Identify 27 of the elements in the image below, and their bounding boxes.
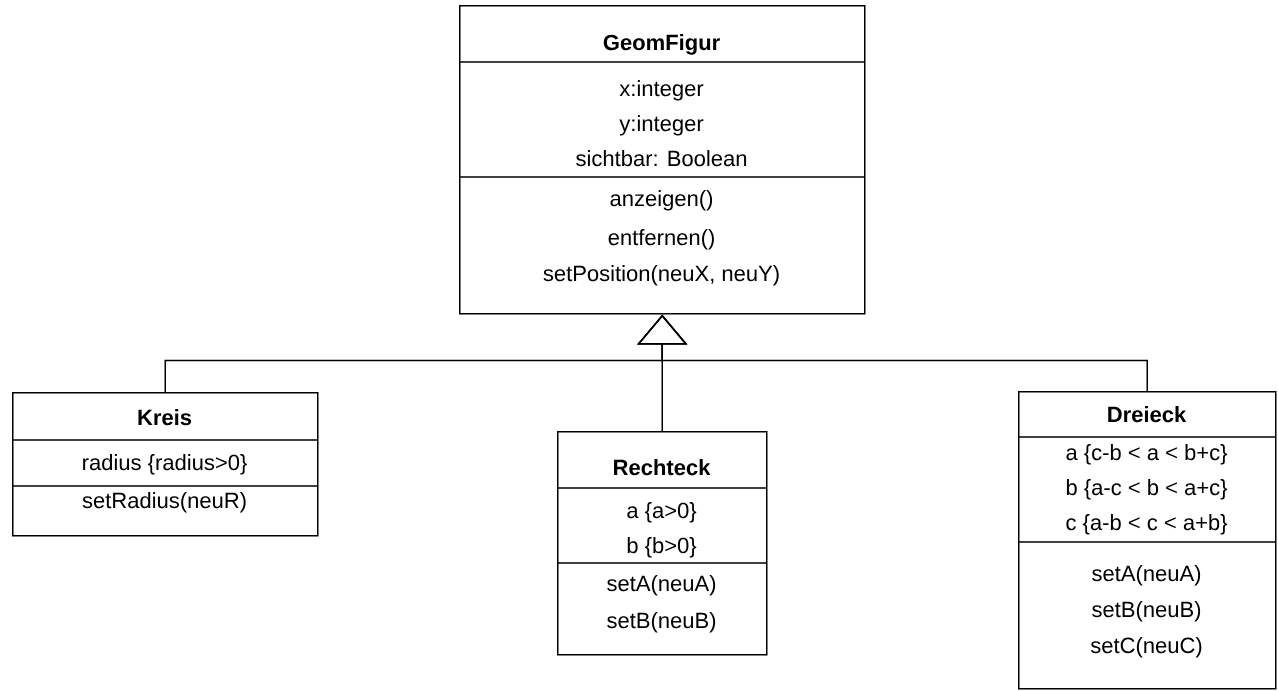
attribute: a {a>0} bbox=[627, 502, 697, 523]
class-box bbox=[458, 5, 866, 315]
method: setC(neuC) bbox=[1090, 637, 1202, 658]
attribute: sichtbar: Boolean bbox=[576, 150, 747, 167]
class-box bbox=[556, 431, 768, 656]
class-box bbox=[11, 392, 319, 537]
class-name: Dreieck bbox=[1108, 406, 1187, 423]
attribute: b {b>0} bbox=[627, 537, 697, 558]
method: setPosition(neuX, neuY) bbox=[543, 265, 779, 286]
method: setB(neuB) bbox=[1092, 601, 1201, 622]
inheritance-arrow bbox=[637, 314, 1148, 392]
attribute: c {a-b < c < a+b} bbox=[1066, 514, 1228, 535]
method: setA(neuA) bbox=[607, 575, 716, 596]
method: entfernen() bbox=[608, 229, 714, 250]
class-box bbox=[1017, 391, 1277, 690]
class-name: GeomFigur bbox=[603, 34, 720, 55]
class-name: Kreis bbox=[138, 409, 192, 426]
method: setRadius(neuR) bbox=[82, 492, 246, 513]
class-name: Rechteck bbox=[614, 459, 711, 476]
method: setA(neuA) bbox=[1092, 565, 1201, 586]
attribute: b {a-c < b < a+c} bbox=[1066, 479, 1228, 500]
attribute: y:integer bbox=[619, 115, 704, 136]
method: anzeigen() bbox=[610, 190, 713, 211]
method: setB(neuB) bbox=[607, 612, 716, 633]
attribute: x:integer bbox=[619, 80, 704, 101]
attribute: a {c-b < a < b+c} bbox=[1066, 444, 1228, 465]
attribute: radius {radius>0} bbox=[83, 454, 247, 475]
